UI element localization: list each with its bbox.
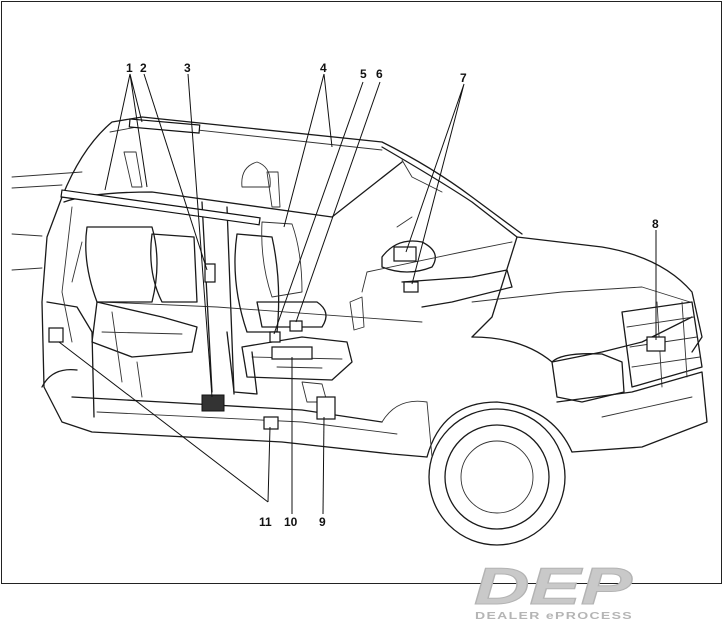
curtain-airbag-module xyxy=(61,190,260,225)
callout-6: 6 xyxy=(376,67,383,81)
curtain-airbag-module xyxy=(129,119,199,133)
satellite-sensor xyxy=(202,395,224,411)
front-airbag-module xyxy=(404,282,418,292)
vehicle-component-diagram: 1 2 3 4 5 6 7 8 9 10 11 xyxy=(2,2,721,583)
watermark-logo-mark: DEP xyxy=(474,558,632,616)
callout-3: 3 xyxy=(184,61,191,75)
control-unit xyxy=(317,397,335,419)
callout-4: 4 xyxy=(320,61,327,75)
component-units xyxy=(49,119,665,429)
seat-sensor xyxy=(270,332,280,342)
watermark-tagline: DEALER ePROCESS xyxy=(475,610,633,622)
driver-airbag-module xyxy=(394,247,416,261)
callout-1: 1 xyxy=(126,61,133,75)
side-sensor xyxy=(205,264,215,282)
dealer-eprocess-watermark: DEP DEALER ePROCESS xyxy=(470,557,640,627)
rear-side-unit xyxy=(49,328,63,342)
vehicle-outline xyxy=(12,117,707,545)
callout-10: 10 xyxy=(284,515,298,529)
callout-7: 7 xyxy=(460,71,467,85)
callout-2: 2 xyxy=(140,61,147,75)
seat-belt-buckle-switch xyxy=(290,321,302,331)
side-unit xyxy=(264,417,278,429)
callout-9: 9 xyxy=(319,515,326,529)
diagram-frame: 1 2 3 4 5 6 7 8 9 10 11 xyxy=(1,1,722,584)
callout-5: 5 xyxy=(360,67,367,81)
callout-8: 8 xyxy=(652,217,659,231)
callout-11: 11 xyxy=(259,515,272,529)
